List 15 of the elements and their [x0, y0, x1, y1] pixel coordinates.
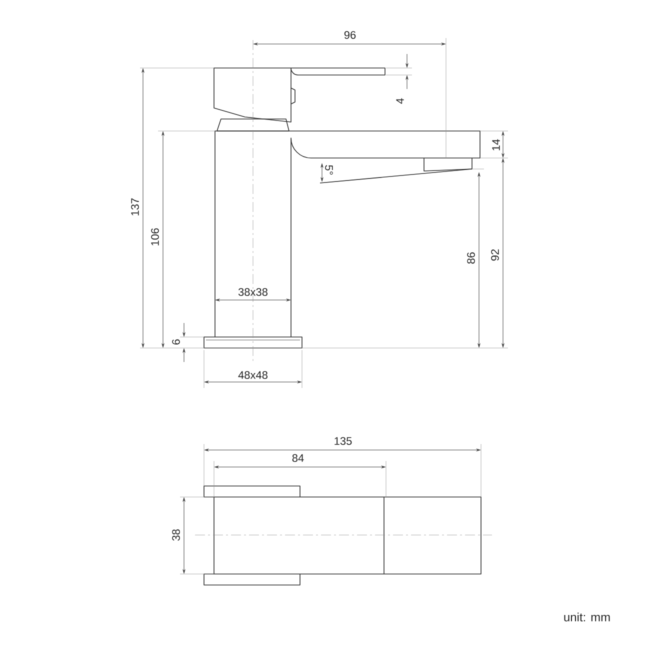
dimension-label: 38x38	[238, 288, 268, 296]
dimension-label: 135	[334, 437, 352, 445]
dimension-label: 48x48	[238, 371, 268, 379]
dimension-label: 106	[151, 228, 159, 246]
dimension-label: 4	[396, 98, 404, 104]
dimension-label: 38	[172, 529, 180, 541]
dimension-label: 86	[467, 252, 475, 264]
dimension-label: 137	[131, 198, 139, 216]
unit-note: unit: mm	[564, 612, 610, 622]
dimension-label: 6	[172, 339, 180, 344]
dimension-label: 92	[491, 249, 499, 261]
dimension-label: 14	[492, 139, 500, 150]
dimension-label: 84	[292, 454, 304, 462]
dimension-label: 5°	[325, 165, 333, 175]
dimension-label: 96	[344, 31, 356, 39]
